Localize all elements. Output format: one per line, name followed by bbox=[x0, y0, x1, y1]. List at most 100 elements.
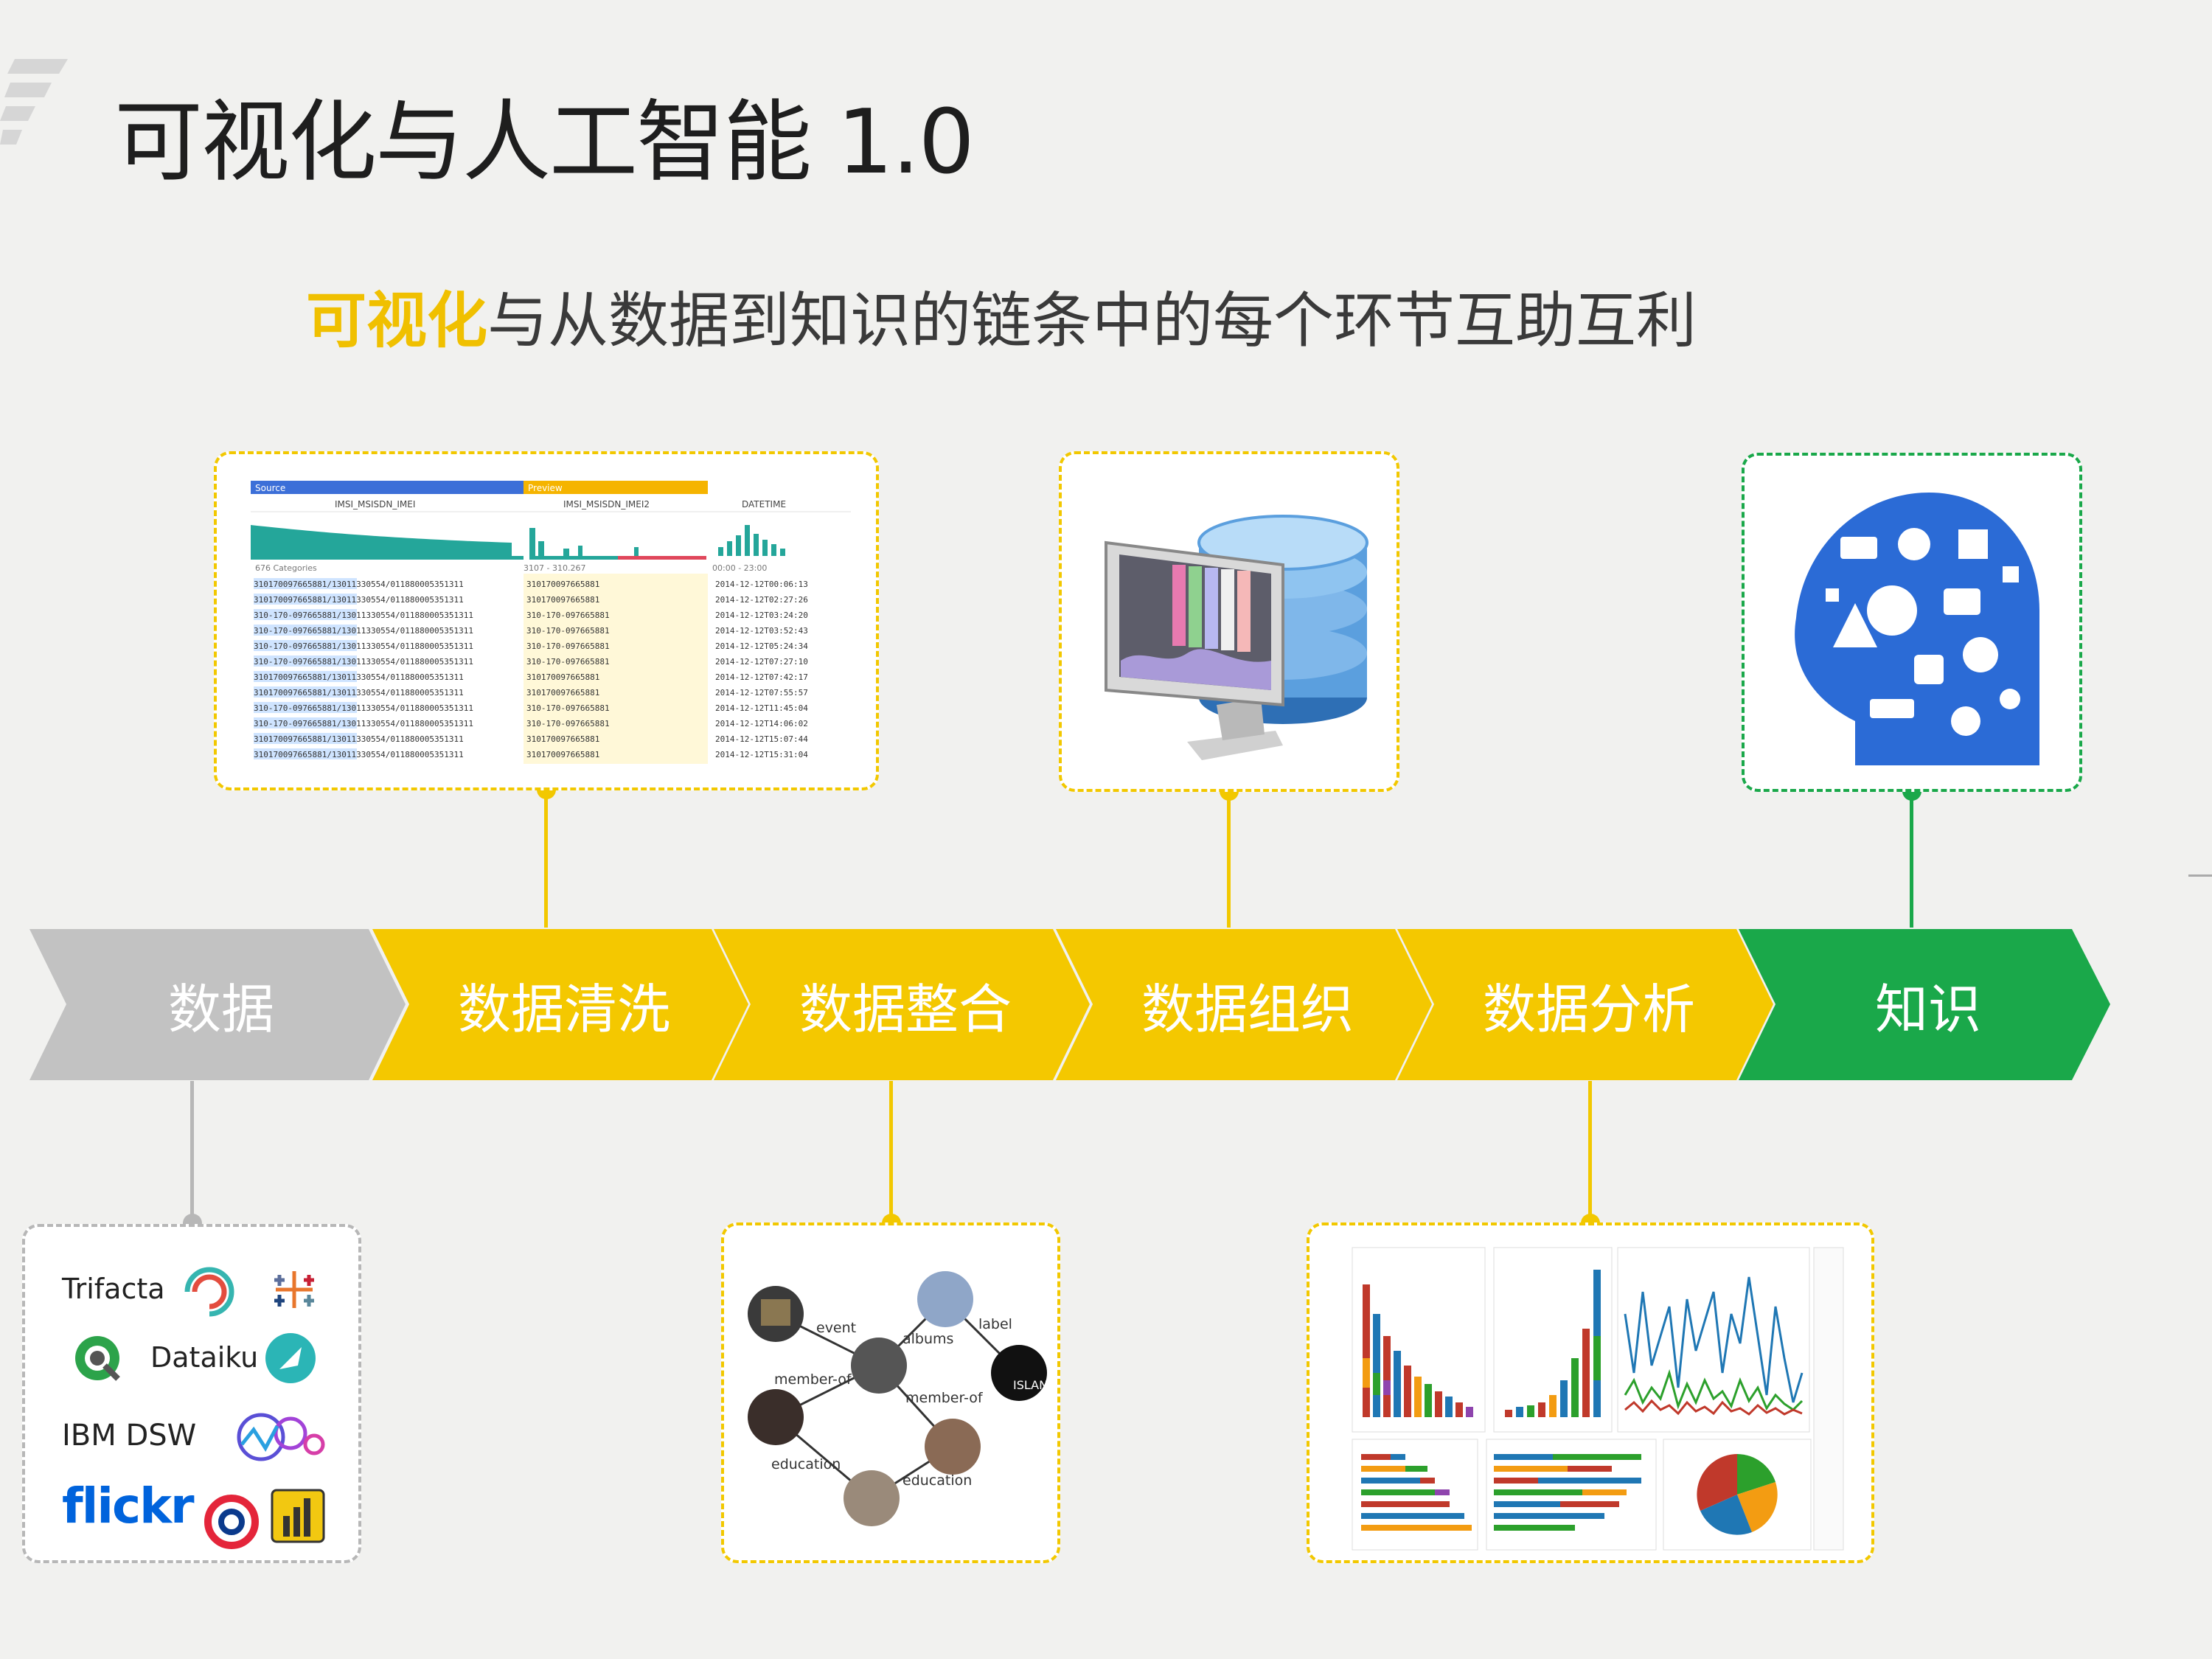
ibm-dsw-logo-text: IBM DSW bbox=[62, 1419, 197, 1453]
table-cell: 310-170-097665881 bbox=[526, 641, 610, 651]
table-cell: 310-170-097665881 bbox=[526, 719, 610, 728]
table-cell: 310-170-097665881 bbox=[526, 657, 610, 667]
table-cell: 310170097665881/13011330554/011880005351… bbox=[254, 595, 464, 605]
table-cell: 310170097665881/13011330554/011880005351… bbox=[254, 750, 464, 759]
data-cleaning-box: Source Preview IMSI_MSISDN_IMEI IMSI_MSI… bbox=[214, 451, 879, 790]
table-row-highlight bbox=[254, 655, 357, 667]
table-cell: 310-170-097665881 bbox=[526, 703, 610, 713]
connector-organization bbox=[1227, 790, 1231, 928]
edge-label-label: label bbox=[978, 1316, 1012, 1332]
table-cell: 2014-12-12T14:06:02 bbox=[715, 719, 808, 728]
table-cell: 310170097665881 bbox=[526, 672, 599, 682]
table-row-highlight bbox=[254, 578, 357, 589]
trifacta-icon bbox=[184, 1267, 234, 1317]
dataiku-icon bbox=[265, 1333, 316, 1383]
knowledge-head-icon bbox=[1795, 493, 2039, 765]
table-cell: 310170097665881/13011330554/011880005351… bbox=[254, 672, 464, 682]
table-cell: 310-170-097665881/13011330554/0118800053… bbox=[254, 611, 473, 620]
table-cell: 310170097665881/13011330554/011880005351… bbox=[254, 734, 464, 744]
island-node-text: ISLAND bbox=[1013, 1378, 1057, 1392]
svg-text:Source: Source bbox=[255, 483, 285, 493]
table-cell: 310-170-097665881/13011330554/0118800053… bbox=[254, 703, 473, 713]
table-row-highlight bbox=[254, 609, 357, 620]
data-cleaning-screenshot: Source Preview IMSI_MSISDN_IMEI IMSI_MSI… bbox=[251, 481, 851, 764]
connector-knowledge bbox=[1910, 790, 1913, 928]
table-row-highlight bbox=[254, 686, 357, 698]
svg-text:DATETIME: DATETIME bbox=[742, 499, 786, 509]
target-icon bbox=[204, 1495, 259, 1549]
table-cell: 2014-12-12T07:42:17 bbox=[715, 672, 808, 682]
svg-text:IMSI_MSISDN_IMEI: IMSI_MSISDN_IMEI bbox=[335, 499, 415, 509]
stage-label-analysis: 数据分析 bbox=[1482, 978, 1695, 1040]
table-cell: 310-170-097665881/13011330554/0118800053… bbox=[254, 626, 473, 636]
connector-data bbox=[190, 1081, 194, 1221]
dataiku-logo-text: Dataiku bbox=[150, 1341, 259, 1374]
table-cell: 310170097665881 bbox=[526, 595, 599, 605]
table-cell: 310-170-097665881/13011330554/0118800053… bbox=[254, 641, 473, 651]
stage-arrow-0 bbox=[29, 929, 406, 1080]
table-cell: 2014-12-12T07:27:10 bbox=[715, 657, 808, 667]
page-subtitle: 可视化与从数据到知识的链条中的每个环节互助互利 bbox=[306, 271, 1697, 359]
stage-label-knowledge: 知识 bbox=[1874, 978, 1981, 1040]
edge-tick bbox=[2188, 874, 2212, 877]
stage-label-organization: 数据组织 bbox=[1141, 978, 1354, 1040]
svg-text:Preview: Preview bbox=[528, 483, 563, 493]
table-cell: 310170097665881/13011330554/011880005351… bbox=[254, 580, 464, 589]
table-cell: 310170097665881 bbox=[526, 734, 599, 744]
table-cell: 2014-12-12T05:24:34 bbox=[715, 641, 808, 651]
connector-integration bbox=[889, 1081, 893, 1221]
table-cell: 2014-12-12T02:27:26 bbox=[715, 595, 808, 605]
table-cell: 2014-12-12T11:45:04 bbox=[715, 703, 808, 713]
edge-label-member-of-1: member-of bbox=[774, 1371, 852, 1388]
edge-label-education-2: education bbox=[902, 1472, 972, 1489]
subtitle-highlight: 可视化 bbox=[306, 286, 488, 356]
subtitle-rest: 与从数据到知识的链条中的每个环节互助互利 bbox=[487, 286, 1697, 356]
table-cell: 2014-12-12T03:24:20 bbox=[715, 611, 808, 620]
data-integration-box: ISLAND event albums label member-of memb… bbox=[721, 1222, 1060, 1563]
edge-label-education-1: education bbox=[771, 1456, 841, 1472]
stage-arrow-1 bbox=[372, 929, 748, 1080]
table-row-highlight bbox=[254, 625, 357, 636]
table-cell: 2014-12-12T03:52:43 bbox=[715, 626, 808, 636]
table-cell: 310170097665881/13011330554/011880005351… bbox=[254, 688, 464, 698]
svg-text:IMSI_MSISDN_IMEI2: IMSI_MSISDN_IMEI2 bbox=[563, 499, 650, 509]
table-cell: 2014-12-12T00:06:13 bbox=[715, 580, 808, 589]
table-cell: 310-170-097665881/13011330554/0118800053… bbox=[254, 657, 473, 667]
tableau-icon bbox=[274, 1271, 314, 1308]
stage-arrow-2 bbox=[714, 929, 1090, 1080]
data-organization-box bbox=[1059, 451, 1399, 792]
table-cell: 310-170-097665881 bbox=[526, 611, 610, 620]
table-cell: 2014-12-12T07:55:57 bbox=[715, 688, 808, 698]
table-row-highlight bbox=[254, 594, 357, 605]
process-flow bbox=[29, 929, 2110, 1080]
analysis-dashboard bbox=[1352, 1247, 1844, 1551]
flickr-logo-text: flickr bbox=[62, 1478, 195, 1534]
connector-cleaning bbox=[544, 787, 548, 928]
connector-analysis bbox=[1588, 1081, 1592, 1221]
summary-2: 3107 - 310.267 bbox=[524, 563, 585, 573]
data-tools-box: Trifacta Dataiku IBM DSW flickr bbox=[22, 1224, 361, 1563]
table-cell: 310170097665881 bbox=[526, 688, 599, 698]
edge-label-event: event bbox=[816, 1320, 856, 1336]
stage-label-data: 数据 bbox=[167, 978, 274, 1040]
edge-label-member-of-2: member-of bbox=[905, 1390, 984, 1406]
summary-1: 676 Categories bbox=[255, 563, 317, 573]
table-cell: 310170097665881 bbox=[526, 750, 599, 759]
stage-arrow-4 bbox=[1397, 929, 1773, 1080]
stage-label-cleaning: 数据清洗 bbox=[457, 978, 670, 1040]
table-row-highlight bbox=[254, 717, 357, 728]
database-monitor-icon bbox=[1105, 515, 1368, 760]
ibm-dsw-icon bbox=[237, 1413, 325, 1461]
table-cell: 310170097665881 bbox=[526, 580, 599, 589]
edge-label-albums: albums bbox=[902, 1331, 953, 1347]
brand-logo-icon bbox=[0, 59, 68, 145]
table-cell: 2014-12-12T15:07:44 bbox=[715, 734, 808, 744]
stage-label-integration: 数据整合 bbox=[799, 978, 1012, 1040]
table-cell: 310-170-097665881/13011330554/0118800053… bbox=[254, 719, 473, 728]
summary-3: 00:00 - 23:00 bbox=[712, 563, 767, 573]
table-row-highlight bbox=[254, 640, 357, 651]
data-analysis-box bbox=[1307, 1222, 1874, 1563]
table-cell: 2014-12-12T15:31:04 bbox=[715, 750, 808, 759]
knowledge-box bbox=[1742, 453, 2082, 792]
qlik-icon bbox=[75, 1336, 120, 1381]
